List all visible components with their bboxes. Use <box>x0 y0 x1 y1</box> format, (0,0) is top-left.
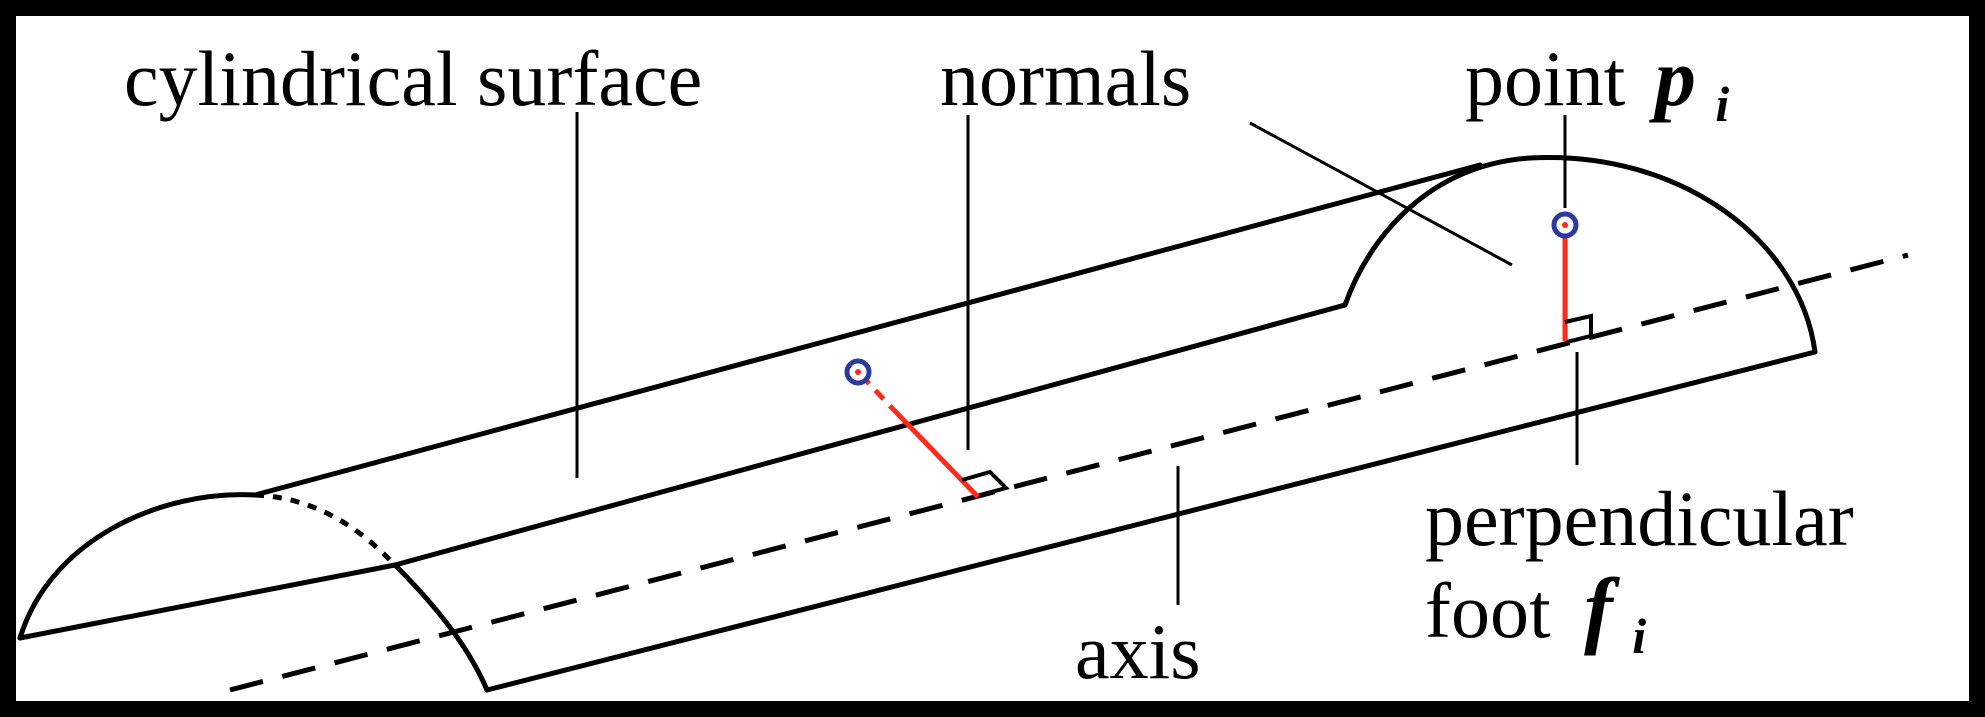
left-normal-line <box>888 404 980 499</box>
label-point-prefix: point <box>1465 35 1626 122</box>
leader-normals-right <box>1249 121 1513 267</box>
label-foot-f-i: foot f i <box>1425 560 1646 664</box>
label-foot-prefix: foot <box>1425 567 1551 654</box>
right-end-arc <box>1342 155 1818 355</box>
foot-symbol-f: f <box>1584 560 1620 656</box>
cylinder-axis <box>229 252 1909 693</box>
label-axis: axis <box>1075 608 1201 695</box>
label-point-p-i: point p i <box>1465 32 1729 132</box>
left-end-arc <box>17 492 258 641</box>
top-generator-edge <box>252 162 1483 498</box>
left-end-hidden-arc <box>254 492 397 567</box>
left-end-arc-lower <box>392 562 490 693</box>
left-point-marker <box>844 358 872 386</box>
middle-generator-edge <box>392 302 1348 568</box>
point-symbol-subscript: i <box>1715 76 1729 132</box>
point-symbol-p: p <box>1649 32 1696 123</box>
label-perpendicular: perpendicular <box>1425 475 1854 562</box>
left-right-angle-mark <box>961 469 1010 497</box>
label-normals: normals <box>940 35 1191 122</box>
figure-panel <box>16 16 1969 701</box>
left-end-base-edge <box>17 562 398 641</box>
foot-symbol-subscript: i <box>1632 608 1646 664</box>
bottom-generator-edge <box>484 349 1818 693</box>
right-point-marker-p-i <box>1551 211 1579 239</box>
label-cylindrical-surface: cylindrical surface <box>124 35 702 122</box>
right-right-angle-mark <box>1564 313 1593 344</box>
